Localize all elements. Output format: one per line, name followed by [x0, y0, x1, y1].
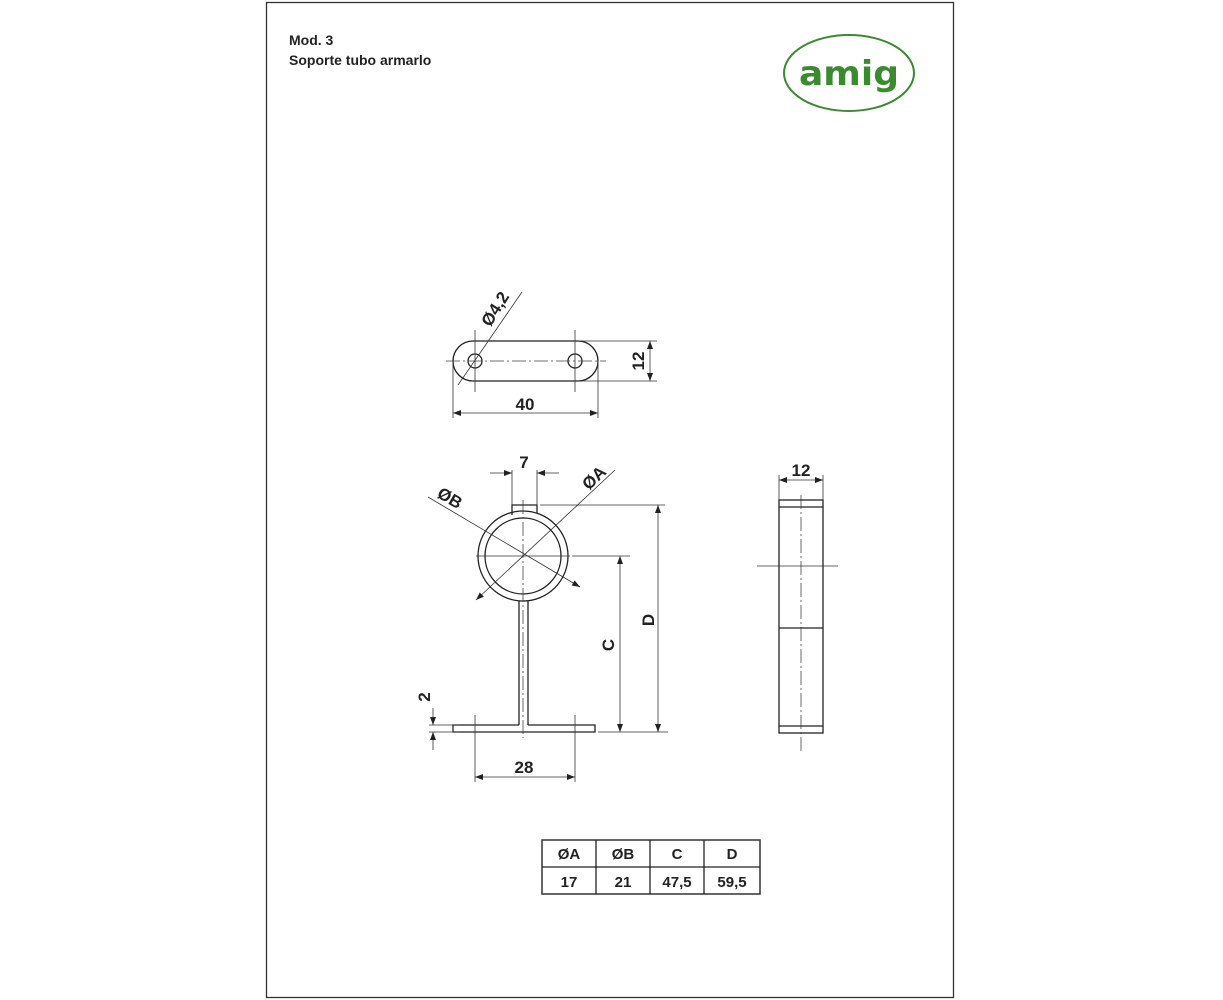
front-view: 7 ØA ØB C D 2 28 — [415, 453, 668, 782]
table-cell: 17 — [561, 874, 578, 891]
tab-width-dim: 7 — [519, 453, 528, 472]
table-header: C — [672, 846, 683, 863]
model-label: Mod. 3 — [289, 32, 334, 48]
table-header: ØB — [612, 846, 635, 863]
hole-spacing-dim: 28 — [515, 758, 534, 777]
amig-logo: amig — [783, 34, 915, 112]
description-label: Soporte tubo armarlo — [289, 52, 431, 68]
dimension-table: ØA ØB C D 17 21 47,5 59,5 — [541, 839, 761, 895]
table-cell: 21 — [615, 874, 632, 891]
table-header: ØA — [558, 846, 581, 863]
table-cell: 59,5 — [717, 874, 746, 891]
length-dim: 40 — [516, 395, 535, 414]
side-view: 12 — [757, 461, 838, 753]
side-width-dim: 12 — [792, 461, 811, 480]
table-header: D — [727, 846, 738, 863]
dim-d: D — [639, 614, 658, 626]
width-dim: 12 — [629, 352, 648, 371]
thickness-dim: 2 — [415, 692, 434, 701]
table-cell: 47,5 — [662, 874, 691, 891]
dim-c: C — [599, 639, 618, 651]
svg-text:amig: amig — [799, 54, 899, 94]
sheet-border — [265, 1, 955, 999]
